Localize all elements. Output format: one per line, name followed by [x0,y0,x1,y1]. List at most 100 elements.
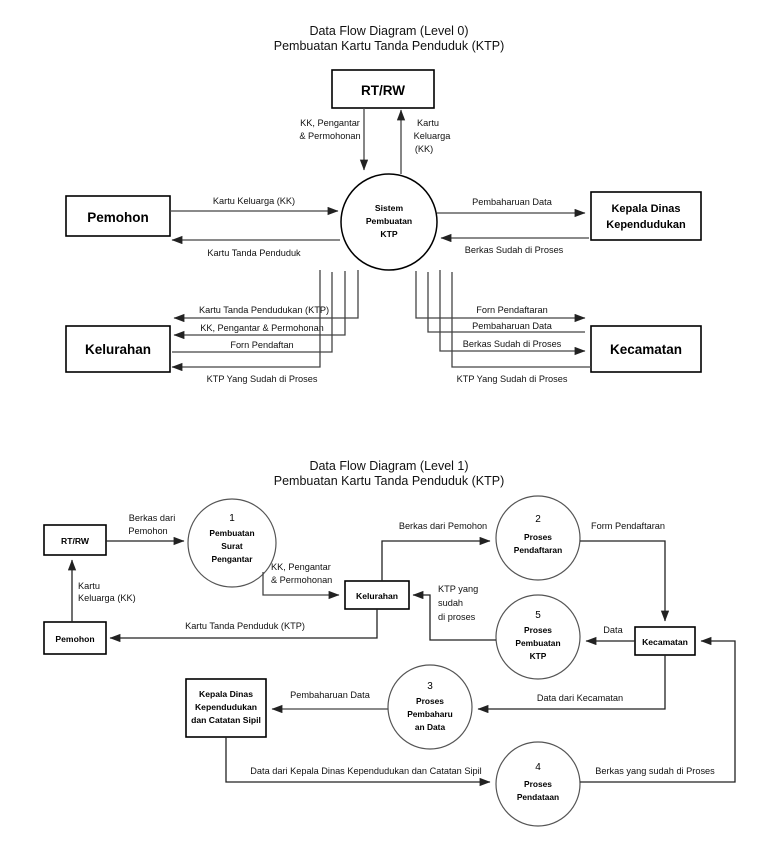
process-3-line1: Proses [416,696,444,706]
entity-kelurahan-level1-label: Kelurahan [356,591,398,601]
flow-pembaharuan-data-level1-label: Pembaharuan Data [290,690,371,700]
entity-kepala-dinas-level0[interactable] [590,191,702,241]
entity-kecamatan-level1-label: Kecamatan [642,637,688,647]
flow-pembaharuan-data-kecamatan [427,272,585,333]
entity-kepala-dinas-l2: Kependudukan [606,219,686,231]
flow-ktp-yang-sudah-kanan [451,272,591,368]
process-5-proses-pembuatan-ktp[interactable] [495,594,581,680]
flow-berkas-dari-pemohon-l2: Pemohon [128,526,167,536]
flow-berkas-yang-sudah-label: Berkas yang sudah di Proses [595,766,715,776]
flow-data-dari-kecamatan [477,655,666,714]
process-5-line2: Pembuatan [515,638,560,648]
flow-ktp-yang-l1: KTP yang [438,584,478,594]
process-1-pembuatan-surat-pengantar[interactable] [187,498,277,588]
process-4-line2: Pendataan [517,792,559,802]
flow-berkas-yang-sudah-diproses [580,636,736,783]
flow-forn-pendaftan [172,272,333,353]
level1-title-line2: Pembuatan Kartu Tanda Penduduk (KTP) [274,474,504,488]
entity-pemohon-level0-label: Pemohon [87,210,149,225]
process-1-line2: Surat [221,541,243,551]
process-3-proses-pembaharuan-data[interactable] [387,664,473,750]
entity-rtrw-level0[interactable] [331,69,435,109]
flow-kartu-keluarga-l1: Kartu [417,118,439,128]
process-1-number: 1 [229,513,235,524]
process-2-proses-pendaftaran[interactable] [495,495,581,581]
process-sistem-pembuatan-ktp[interactable] [340,173,438,271]
flow-ktp-yang-sudah-kiri [171,270,321,372]
flow-data-dari-kecamatan-label: Data dari Kecamatan [537,693,623,703]
flow-ktp-kelurahan [173,270,359,323]
process-3-number: 3 [427,681,433,692]
entity-rtrw-level1-label: RT/RW [61,536,90,546]
flow-kartu-keluarga-kk-label: Kartu Keluarga (KK) [213,196,295,206]
process-5-line1: Proses [524,625,552,635]
entity-rtrw-level0-label: RT/RW [361,83,405,98]
entity-kepala-l1: Kepala Dinas [199,689,253,699]
process-5-line3: KTP [530,651,547,661]
flow-berkas-dari-pemohon-p2 [381,536,491,581]
flow-ktp-yang-sudah-kanan-label: KTP Yang Sudah di Proses [457,374,568,384]
entity-kelurahan-level0[interactable] [65,325,171,373]
flow-kk-pengantar-label1: KK, Pengantar [300,118,360,128]
flow-kk-pengantar-label2: & Permohonan [299,131,360,141]
flow-ktp-yang-l2: sudah [438,598,463,608]
flow-forn-pendaftaran-kecamatan [415,271,586,323]
flow-form-pendaftaran-label: Form Pendaftaran [591,521,665,531]
flow-berkas-sudah-kec-label: Berkas Sudah di Proses [463,339,562,349]
process-4-line1: Proses [524,779,552,789]
entity-rtrw-level1[interactable] [43,524,107,556]
flow-ktp-yang-sudah-kiri-label: KTP Yang Sudah di Proses [207,374,318,384]
flow-ktp-yang-sudah-diproses [412,590,496,641]
entity-kelurahan-level1[interactable] [344,580,410,610]
process-5-number: 5 [535,610,541,621]
flow-kartu-tanda-penduduk-ktp-label: Kartu Tanda Penduduk (KTP) [185,621,305,631]
entity-kepala-l3: dan Catatan Sipil [191,715,261,725]
flow-kk-pengantar-permohonan-label: KK, Pengantar & Permohonan [200,323,324,333]
flow-kartu-keluarga-l1-level1: Kartu [78,581,100,591]
process-4-proses-pendataan[interactable] [495,741,581,827]
flow-kk-pengantar-l2-level1: & Permohonan [271,575,332,585]
flow-kk-pengantar-l1-level1: KK, Pengantar [271,562,331,572]
entity-kepala-dinas-l1: Kepala Dinas [611,203,680,215]
process-1-line1: Pembuatan [209,528,254,538]
process-2-line1: Proses [524,532,552,542]
flow-pembaharuan-data-label: Pembaharuan Data [472,197,553,207]
entity-kecamatan-level0[interactable] [590,325,702,373]
flow-data-dari-kepala-dinas [225,737,491,787]
process-1-line3: Pengantar [212,554,254,564]
flow-pembaharuan-data-kec-label: Pembaharuan Data [472,321,553,331]
level0-title-line1: Data Flow Diagram (Level 0) [309,24,468,38]
flow-forn-pendaftan-label: Forn Pendaftan [230,340,293,350]
flow-berkas-sudah-kecamatan [439,270,586,356]
flow-kartu-keluarga-l3: (KK) [415,144,433,154]
entity-pemohon-level1[interactable] [43,621,107,655]
entity-kecamatan-level0-label: Kecamatan [610,342,682,357]
entity-pemohon-level1-label: Pemohon [55,634,94,644]
process-3-line2: Pembaharu [407,709,453,719]
entity-kepala-dinas-level1[interactable] [185,678,267,738]
process-sistem-line1: Sistem [375,203,404,213]
process-2-line2: Pendaftaran [514,545,562,555]
process-4-number: 4 [535,762,541,773]
flow-kartu-tanda-penduduk-label: Kartu Tanda Penduduk [207,248,301,258]
flow-berkas-sudah-diproses-label: Berkas Sudah di Proses [465,245,564,255]
flow-ktp-kelurahan-label: Kartu Tanda Pendudukan (KTP) [199,305,329,315]
entity-pemohon-level0[interactable] [65,195,171,237]
process-2-number: 2 [535,514,541,525]
level0-title-line2: Pembuatan Kartu Tanda Penduduk (KTP) [274,39,504,53]
flow-ktp-yang-l3: di proses [438,612,476,622]
entity-kepala-l2: Kependudukan [195,702,257,712]
process-sistem-line3: KTP [380,229,397,239]
flow-forn-pendaftaran-label: Forn Pendaftaran [476,305,548,315]
entity-kelurahan-level0-label: Kelurahan [85,342,151,357]
process-3-line3: an Data [415,722,446,732]
flow-kk-pengantar-permohonan-level1 [262,572,340,600]
level1-title-line1: Data Flow Diagram (Level 1) [309,459,468,473]
flow-kartu-tanda-penduduk-ktp [109,609,378,643]
flow-berkas-dari-pemohon-p2-label: Berkas dari Pemohon [399,521,487,531]
flow-kartu-keluarga-l2-level1: Keluarga (KK) [78,593,136,603]
flow-kartu-keluarga-l2: Keluarga [414,131,452,141]
flow-berkas-dari-pemohon-l1: Berkas dari [129,513,175,523]
